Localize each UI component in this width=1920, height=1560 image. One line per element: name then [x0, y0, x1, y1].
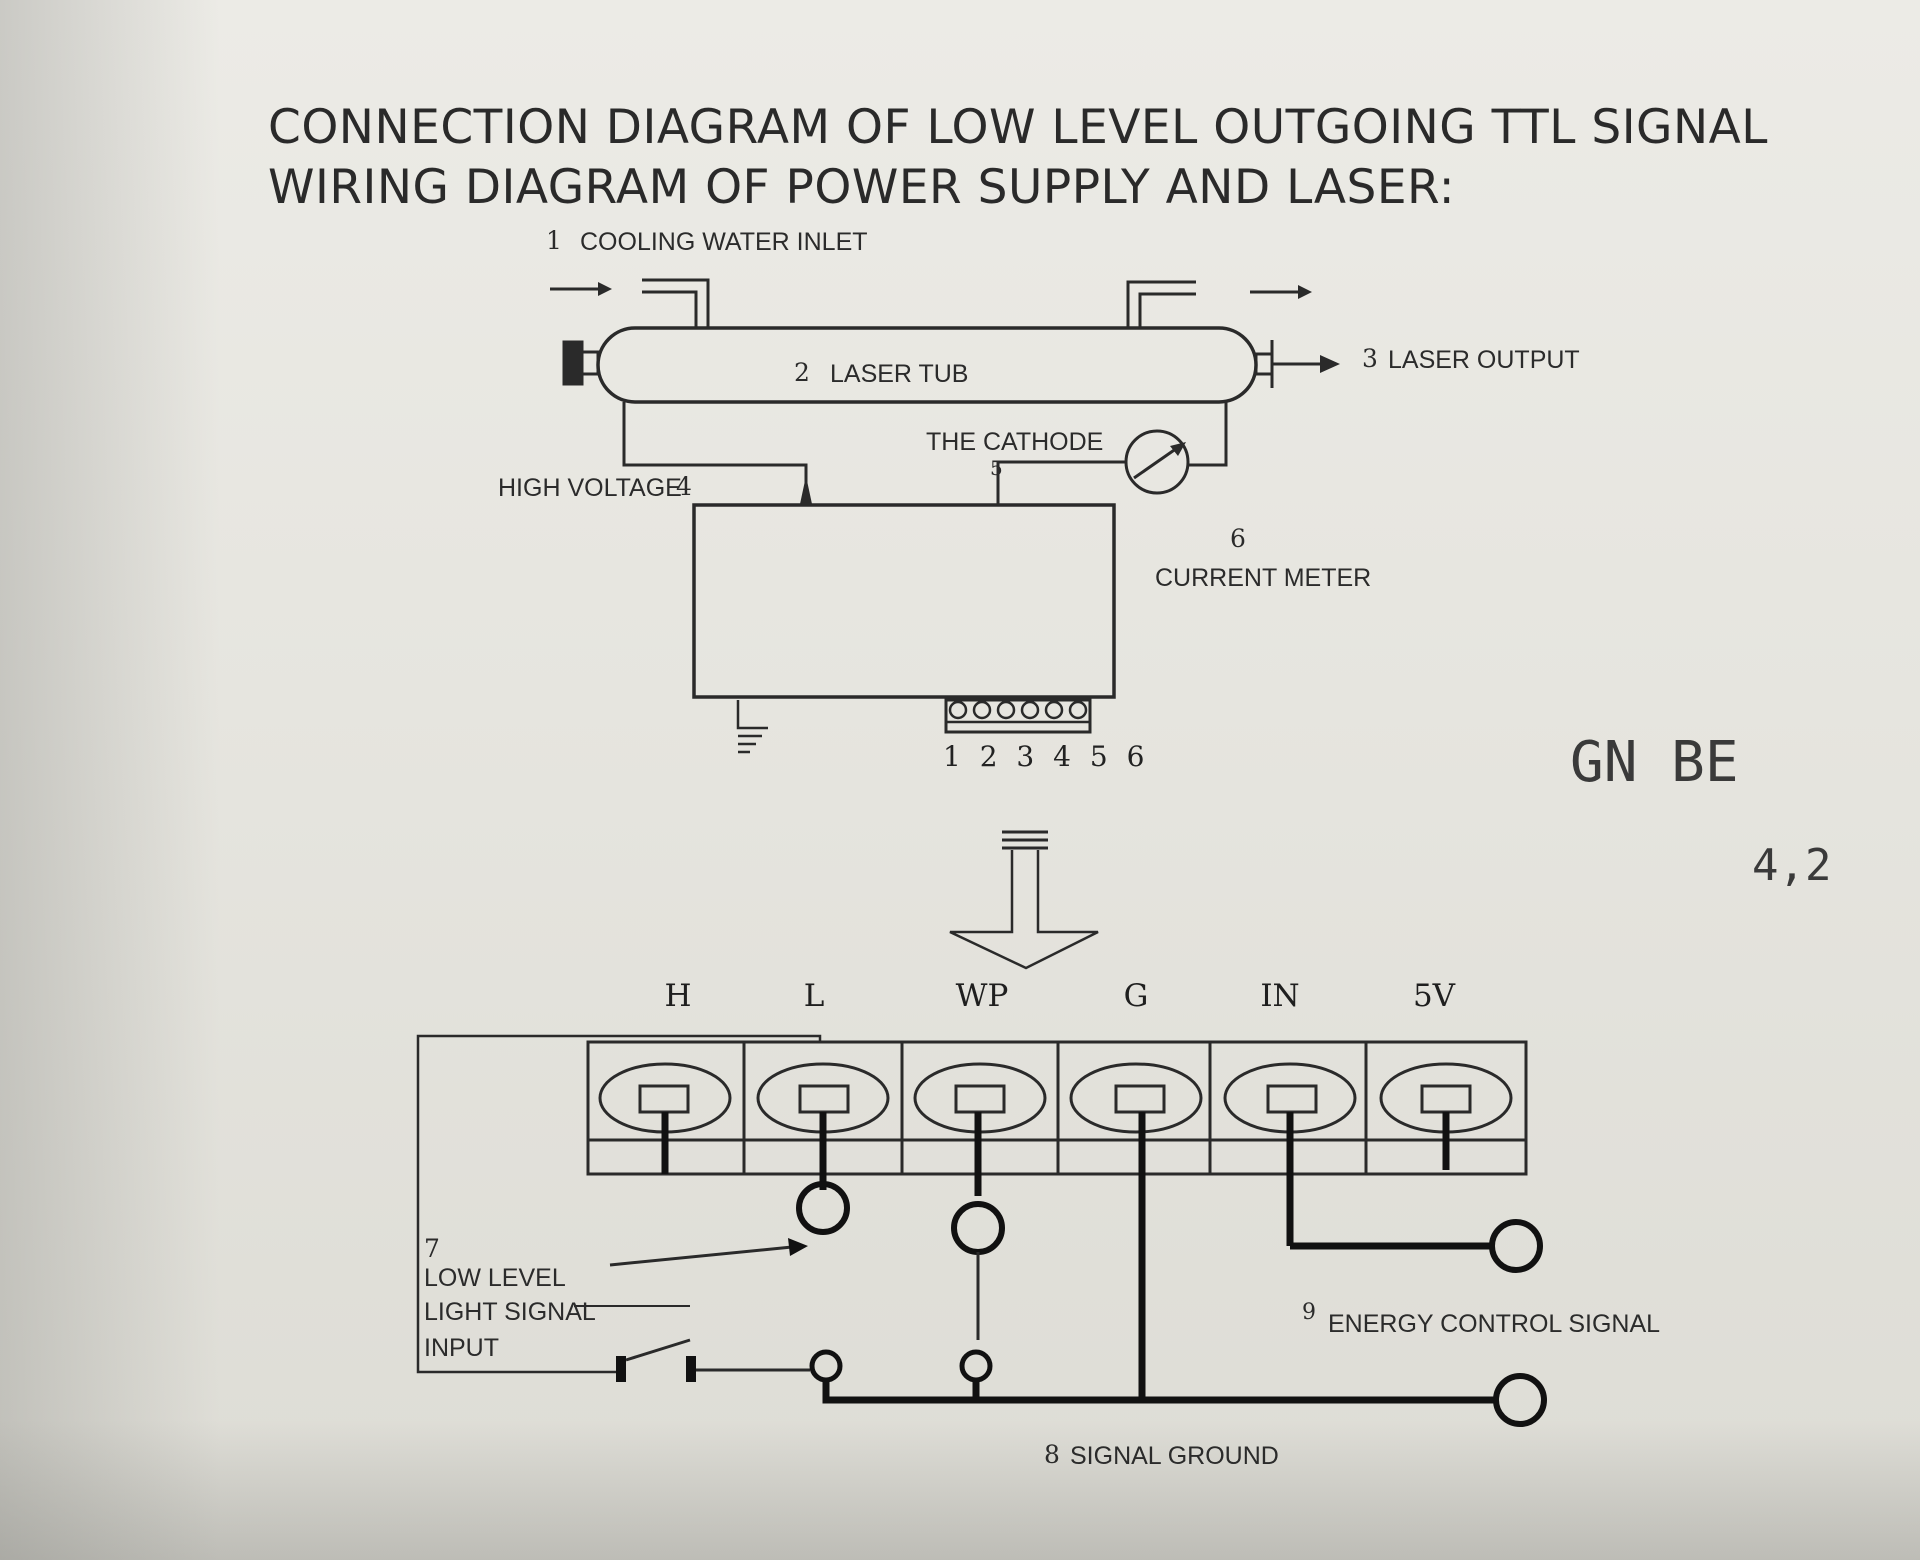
connector-screws — [598, 1062, 1513, 1134]
wp-terminal-ring — [951, 1201, 1005, 1255]
flow-arrow-lines — [1002, 830, 1048, 850]
terminal-label-in: IN — [1260, 978, 1300, 1014]
laser-output-label: LASER OUTPUT — [1388, 346, 1580, 374]
high-voltage-number: 4 — [676, 472, 692, 501]
signal-ground-ring — [1493, 1373, 1547, 1427]
power-supply-box — [692, 503, 1116, 699]
energy-control-label: ENERGY CONTROL SIGNAL — [1328, 1310, 1661, 1338]
flow-arrow — [949, 850, 1099, 970]
energy-control-ring — [1489, 1219, 1543, 1273]
handwritten-note-line-2: 4,2 — [1752, 840, 1832, 891]
energy-control-number: 9 — [1302, 1300, 1316, 1325]
title-line-2: WIRING DIAGRAM OF POWER SUPPLY AND LASER… — [268, 160, 1456, 215]
page-shadow-left — [0, 0, 220, 1560]
terminal-label-wp: WP — [955, 978, 1009, 1014]
terminal-legs — [661, 1112, 1450, 1400]
title-line-1: CONNECTION DIAGRAM OF LOW LEVEL OUTGOING… — [268, 100, 1768, 155]
current-meter-number: 6 — [1230, 524, 1246, 553]
inlet-pipe — [642, 278, 710, 328]
tube-end-cap-right — [1254, 352, 1274, 376]
handwritten-note-line-1: GN BE — [1570, 730, 1739, 795]
switch-contact-left — [616, 1356, 626, 1382]
signal-input-label-1: LOW LEVEL — [424, 1264, 566, 1292]
signal-ground-label: SIGNAL GROUND — [1070, 1442, 1279, 1470]
laser-tube-label: LASER TUB — [830, 360, 969, 388]
signal-input-number: 7 — [424, 1234, 440, 1263]
cooling-inlet-label: COOLING WATER INLET — [580, 228, 868, 256]
signal-input-label-3: INPUT — [424, 1334, 499, 1362]
signal-pointer-arrow — [609, 1245, 793, 1267]
terminal-block — [944, 698, 1092, 734]
h-loop-wire — [416, 1034, 822, 1374]
terminal-label-g: G — [1123, 978, 1149, 1014]
signal-ground-bus — [822, 1380, 1496, 1404]
terminal-label-h: H — [664, 978, 692, 1014]
cathode-wire — [996, 460, 1126, 504]
high-voltage-label: HIGH VOLTAGE — [498, 474, 682, 502]
meter-wire — [1188, 402, 1228, 467]
switch-lever — [625, 1338, 691, 1362]
switch-contact-right — [686, 1356, 696, 1382]
ground-symbol — [736, 700, 768, 754]
outlet-pipe — [1126, 280, 1196, 328]
cooling-inlet-number: 1 — [546, 226, 562, 255]
page-shadow-bottom — [0, 1420, 1920, 1560]
current-meter-label: CURRENT METER — [1155, 564, 1372, 592]
laser-output-number: 3 — [1362, 344, 1378, 373]
cathode-number: 5 — [990, 456, 1003, 480]
terminal-screws — [946, 700, 1090, 724]
terminal-label-5v: 5V — [1412, 978, 1456, 1014]
tube-end-cap-left — [562, 340, 584, 386]
wp-ground-ring — [959, 1349, 993, 1383]
high-voltage-terminal — [800, 476, 812, 504]
cathode-label: THE CATHODE — [926, 428, 1104, 456]
supply-terminal-numbers: 1 2 3 4 5 6 — [943, 740, 1150, 773]
signal-ground-number: 8 — [1044, 1440, 1060, 1469]
l-terminal-ring — [796, 1181, 850, 1235]
signal-input-label-2: LIGHT SIGNAL — [424, 1298, 596, 1326]
signal-input-ring — [809, 1349, 843, 1383]
laser-tube-number: 2 — [794, 358, 810, 387]
terminal-label-l: L — [803, 978, 825, 1014]
